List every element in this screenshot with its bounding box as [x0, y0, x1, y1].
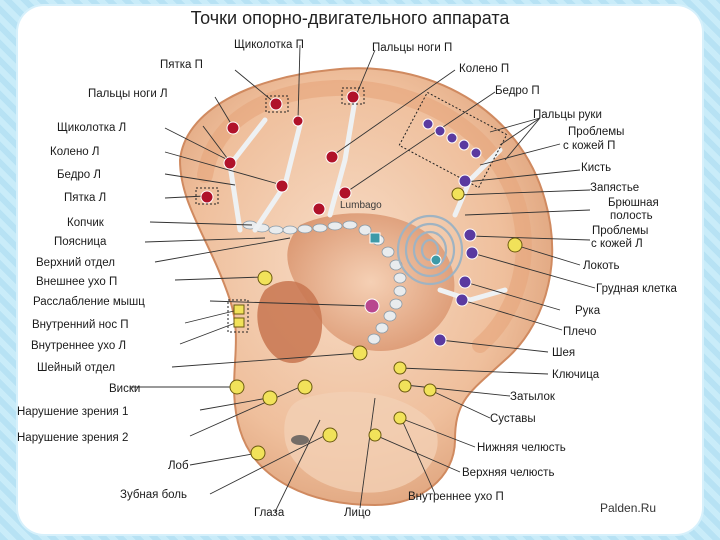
label-occiput: Затылок	[510, 391, 556, 403]
label-shoulder: Плечо	[563, 326, 596, 338]
point-knee-l	[223, 156, 237, 170]
point-muscle-relax	[364, 298, 380, 314]
point-inner-nose-r	[233, 304, 245, 315]
label-skin-r-1: Проблемы	[568, 126, 624, 138]
point-occiput	[398, 379, 412, 393]
point-inner-ear-l	[233, 317, 245, 328]
point-finger-4	[458, 139, 470, 151]
label-toes-r: Пальцы ноги П	[372, 42, 452, 54]
ear-helix-rim	[197, 79, 532, 353]
point-lumbar-teal	[369, 232, 381, 244]
label-chest: Грудная клетка	[596, 283, 678, 295]
label-lumbar: Поясница	[54, 236, 107, 248]
label-skin-l-2: с кожей Л	[591, 238, 643, 250]
point-toothache	[250, 445, 266, 461]
point-knee-r	[325, 150, 339, 164]
point-abdomen	[463, 228, 477, 242]
point-lower-jaw	[393, 411, 407, 425]
point-chest	[465, 246, 479, 260]
label-inner-ear-r: Внутреннее ухо П	[408, 491, 504, 503]
label-inner-nose-r: Внутренний нос П	[32, 319, 129, 331]
label-skin-r-2: с кожей П	[563, 140, 615, 152]
point-finger-5	[470, 147, 482, 159]
label-toes-l: Пальцы ноги Л	[88, 88, 168, 100]
label-hip-l: Бедро Л	[57, 169, 101, 181]
ear-canal	[257, 281, 323, 364]
label-knee-l: Колено Л	[50, 146, 99, 158]
point-hip-l	[275, 179, 289, 193]
watermark: Palden.Ru	[600, 501, 656, 515]
label-coccyx: Копчик	[67, 217, 105, 229]
point-lumbago	[312, 202, 326, 216]
point-neck	[433, 333, 447, 347]
label-elbow: Локоть	[583, 260, 620, 272]
label-vision-2: Нарушение зрения 2	[17, 432, 128, 444]
label-muscle-relax: Расслабление мышц	[33, 296, 145, 308]
label-joints: Суставы	[490, 413, 536, 425]
label-cervical: Шейный отдел	[37, 362, 115, 374]
point-hip-r	[338, 186, 352, 200]
label-temples: Виски	[109, 383, 140, 395]
point-toes-l	[226, 121, 240, 135]
point-clavicle	[393, 361, 407, 375]
point-heel-r	[292, 115, 304, 127]
point-arm	[458, 275, 472, 289]
point-cervical	[352, 345, 368, 361]
page-title: Точки опорно-двигательного аппарата	[191, 8, 511, 28]
point-upper-jaw	[368, 428, 382, 442]
point-toes-r	[346, 90, 360, 104]
label-knee-r: Колено П	[459, 63, 509, 75]
label-neck: Шея	[552, 347, 575, 359]
leader-lines	[130, 44, 596, 513]
point-vision-2	[297, 379, 313, 395]
ear-concha	[287, 213, 455, 351]
point-hand	[458, 174, 472, 188]
label-outer-ear-r: Внешнее ухо П	[36, 276, 117, 288]
label-face: Лицо	[344, 507, 371, 519]
label-ankle-l: Щиколотка Л	[57, 122, 126, 134]
label-abdomen-2: полость	[610, 210, 653, 222]
label-forehead: Лоб	[168, 460, 189, 472]
lobe-hole	[291, 435, 309, 445]
label-abdomen-1: Брюшная	[608, 197, 659, 209]
lumbago-label: Lumbago	[340, 200, 382, 211]
labels: Щиколотка П Пальцы ноги П Пятка П Колено…	[17, 39, 678, 519]
label-upper-jaw: Верхняя челюсть	[462, 467, 554, 479]
point-elbow	[507, 237, 523, 253]
ribcage-illustration	[396, 214, 464, 286]
point-finger-2	[434, 125, 446, 137]
point-shoulder	[455, 293, 469, 307]
point-spine-teal	[430, 254, 442, 266]
label-toothache: Зубная боль	[120, 489, 187, 501]
point-temples	[229, 379, 245, 395]
label-wrist: Запястье	[590, 182, 639, 194]
point-wrist	[451, 187, 465, 201]
label-hand: Кисть	[581, 162, 611, 174]
label-skin-l-1: Проблемы	[592, 225, 648, 237]
label-heel-l: Пятка Л	[64, 192, 106, 204]
label-inner-ear-l: Внутреннее ухо Л	[31, 340, 126, 352]
point-finger-3	[446, 132, 458, 144]
point-joints	[423, 383, 437, 397]
point-vision-1	[262, 390, 278, 406]
label-upper-dept: Верхний отдел	[36, 257, 115, 269]
label-heel-r: Пятка П	[160, 59, 203, 71]
label-ankle-r: Щиколотка П	[234, 39, 304, 51]
label-hip-r: Бедро П	[495, 85, 540, 97]
point-outer-ear-r	[257, 270, 273, 286]
label-eyes: Глаза	[254, 507, 285, 519]
point-ankle-r	[269, 97, 283, 111]
highlight-boxes	[195, 87, 508, 333]
label-fingers: Пальцы руки	[533, 109, 602, 121]
point-heel-l	[200, 190, 214, 204]
label-lower-jaw: Нижняя челюсть	[477, 442, 566, 454]
acupoints	[200, 90, 523, 461]
label-arm: Рука	[575, 305, 601, 317]
label-clavicle: Ключица	[552, 369, 600, 381]
point-forehead	[322, 427, 338, 443]
label-vision-1: Нарушение зрения 1	[17, 406, 128, 418]
point-finger-1	[422, 118, 434, 130]
